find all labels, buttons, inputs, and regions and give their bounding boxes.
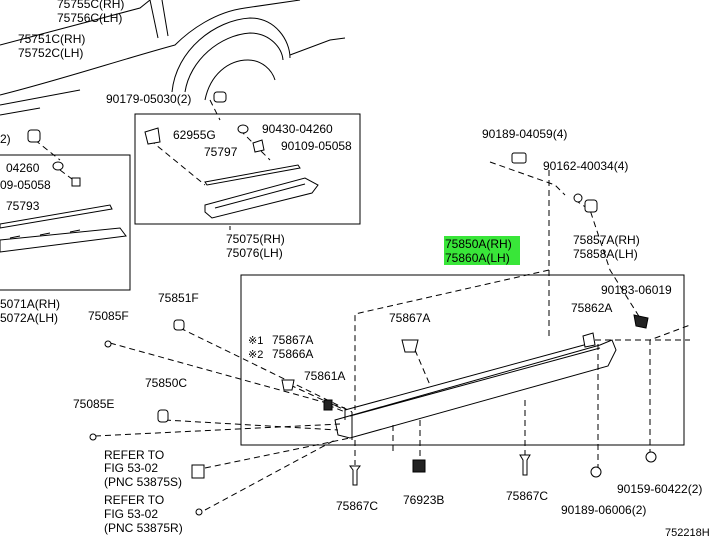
label-75866a: 75866A [272, 347, 313, 361]
clip-icon [144, 127, 161, 145]
clip-icon [401, 339, 419, 353]
label-75867c-a: 75867C [336, 499, 378, 513]
clip-icon [27, 129, 41, 143]
label-75072a: 5072A(LH) [0, 311, 58, 325]
screw-icon [590, 466, 602, 478]
screw-icon [104, 340, 112, 348]
bolt-icon [633, 314, 649, 329]
label-90162: 90162-40034(4) [543, 159, 628, 173]
label-refer2-c: (PNC 53875R) [104, 521, 183, 535]
label-75860a: 75860A(LH) [445, 251, 510, 265]
label-75076: 75076(LH) [226, 246, 283, 260]
nut-icon [237, 124, 249, 134]
label-refer1-a: REFER TO [104, 448, 164, 462]
screw-icon [645, 451, 657, 463]
screw-icon [89, 433, 97, 441]
label-90183: 90183-06019 [601, 283, 672, 297]
label-75085e: 75085E [73, 397, 114, 411]
label-90189b: 90189-06006(2) [561, 503, 646, 517]
label-90430: 90430-04260 [262, 122, 333, 136]
cap-icon [511, 152, 527, 164]
label-mark2: ※2 [248, 349, 263, 361]
fasteners [27, 91, 657, 516]
nut-icon [52, 161, 64, 171]
left-partial-box [0, 154, 131, 291]
clip-icon [191, 464, 205, 479]
car-body-outline [0, 0, 346, 116]
label-refer1-c: (PNC 53875S) [104, 475, 182, 489]
screw-icon [573, 193, 583, 203]
label-75857a: 75857A(RH) [573, 233, 640, 247]
label-refer2-b: FIG 53-02 [104, 507, 158, 521]
label-90109a: 90109-05058 [281, 139, 352, 153]
label-75851f: 75851F [158, 291, 199, 305]
rocker-panel-part [334, 339, 617, 440]
label-75755c: 75755C(RH) [57, 0, 124, 11]
label-90189a: 90189-04059(4) [482, 127, 567, 141]
label-refer1-b: FIG 53-02 [104, 461, 158, 475]
label-75071a: 5071A(RH) [0, 297, 60, 311]
label-left-num: 2) [0, 132, 11, 146]
label-refer2-a: REFER TO [104, 493, 164, 507]
label-76923b: 76923B [403, 493, 444, 507]
label-09-05058: 09-05058 [0, 178, 51, 192]
label-75867a-b: 75867A [389, 311, 430, 325]
moulding-box [134, 113, 361, 225]
clip-icon [213, 91, 227, 103]
clip-icon [349, 465, 361, 486]
label-75867a-a: 75867A [272, 333, 313, 347]
label-75850c: 75850C [145, 376, 187, 390]
label-75752c: 75752C(LH) [18, 46, 83, 60]
label-75793: 75793 [6, 199, 40, 213]
label-75751c: 75751C(RH) [18, 32, 85, 46]
clip-icon [252, 139, 265, 153]
label-75867c-b: 75867C [506, 489, 548, 503]
clip-icon [157, 409, 169, 423]
label-90159: 90159-60422(2) [617, 482, 702, 496]
label-75085f: 75085F [88, 309, 129, 323]
clip-icon [71, 177, 81, 187]
label-62955g: 62955G [173, 128, 216, 142]
left-moulding-part [0, 204, 127, 253]
label-75861a: 75861A [304, 369, 345, 383]
label-75862a: 75862A [571, 301, 612, 315]
rocker-panel-box [240, 274, 685, 446]
guide-lines [34, 99, 691, 511]
screw-icon [195, 508, 203, 516]
label-75797: 75797 [204, 145, 238, 159]
label-04260: 04260 [6, 161, 40, 175]
moulding-part [204, 164, 319, 219]
label-90179: 90179-05030(2) [106, 92, 191, 106]
clip-icon [323, 399, 333, 411]
clip-icon [412, 459, 426, 473]
clip-icon [519, 454, 531, 476]
label-75075: 75075(RH) [226, 232, 285, 246]
label-mark1: ※1 [248, 335, 263, 347]
clip-icon [173, 319, 185, 331]
clip-icon [281, 379, 295, 391]
label-75858a: 75858A(LH) [573, 247, 638, 261]
label-75850a: 75850A(RH) [445, 237, 512, 251]
highlight-75850a [444, 236, 520, 265]
clip-icon [582, 332, 596, 348]
clip-icon [584, 199, 598, 213]
figure-code: 752218H [665, 527, 710, 539]
label-75756c: 75756C(LH) [57, 11, 122, 25]
